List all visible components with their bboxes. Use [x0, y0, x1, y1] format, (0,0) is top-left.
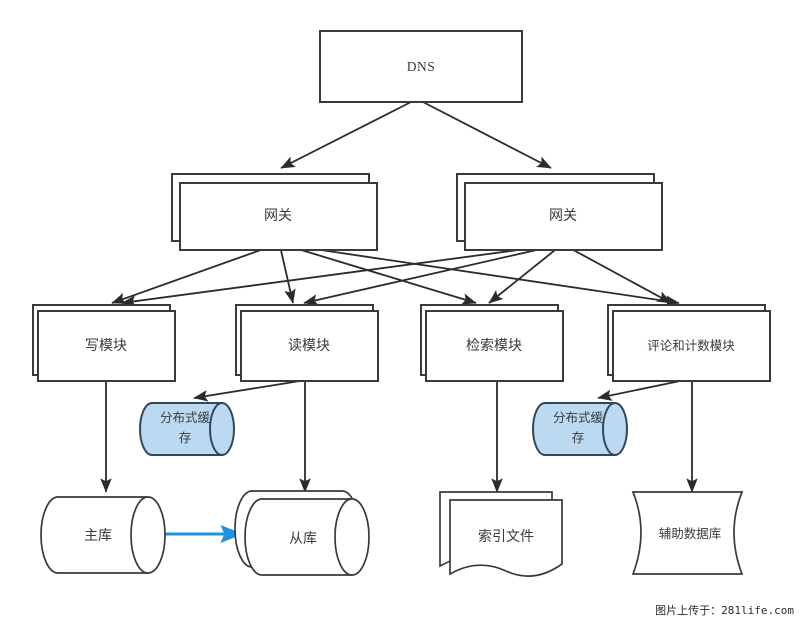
node-master-db[interactable]: 主库 — [40, 496, 166, 574]
slave-db-end-ellipse — [334, 498, 353, 576]
node-search-module[interactable]: 检索模块 — [420, 304, 564, 382]
read-module-box[interactable] — [240, 310, 379, 382]
edge-dns-gateway-right — [422, 101, 552, 169]
node-read-module[interactable]: 读模块 — [235, 304, 379, 382]
edge-gwleft-comment — [293, 245, 680, 307]
edge-read-cache-left — [193, 380, 301, 402]
edge-group-dns-to-gateways — [280, 101, 552, 169]
master-db-end-ellipse — [130, 496, 149, 574]
node-cache-right[interactable]: 分布式缓 存 — [532, 402, 628, 456]
cache-right-body[interactable] — [532, 402, 628, 456]
node-slave-db[interactable]: 从库 — [234, 490, 370, 576]
gateway-right-box[interactable] — [464, 182, 663, 251]
dns-box[interactable] — [319, 30, 523, 103]
node-index-file[interactable]: 索引文件 — [439, 491, 563, 577]
cache-right-end-ellipse — [602, 402, 616, 456]
edge-dns-gateway-left — [280, 101, 412, 169]
edge-gwleft-search — [287, 245, 477, 305]
node-dns[interactable]: DNS — [319, 30, 523, 103]
cache-left-end-ellipse — [209, 402, 223, 456]
node-comment-count-module[interactable]: 评论和计数模块 — [607, 304, 771, 382]
edge-group-gateway-left-to-modules — [111, 245, 680, 307]
node-aux-db[interactable]: 辅助数据库 — [631, 491, 744, 575]
node-write-module[interactable]: 写模块 — [32, 304, 176, 382]
gateway-left-box[interactable] — [179, 182, 378, 251]
edge-group-modules-to-stores — [100, 380, 698, 543]
edge-gwright-search — [488, 245, 561, 304]
node-cache-left[interactable]: 分布式缓 存 — [139, 402, 235, 456]
cache-left-body[interactable] — [139, 402, 235, 456]
edge-gwright-read — [303, 245, 555, 306]
write-module-box[interactable] — [37, 310, 176, 382]
edge-gwleft-write — [111, 245, 273, 304]
node-gateway-left[interactable]: 网关 — [171, 173, 378, 251]
watermark-text: 图片上传于：281life.com — [655, 604, 794, 617]
edge-comment-cache-right — [597, 380, 681, 401]
comment-count-module-box[interactable] — [612, 310, 771, 382]
search-module-box[interactable] — [425, 310, 564, 382]
node-gateway-right[interactable]: 网关 — [456, 173, 663, 251]
index-file-body[interactable] — [449, 499, 563, 577]
edge-gwleft-read — [279, 245, 296, 304]
edge-gwright-comment — [565, 245, 672, 304]
edge-group-gateway-right-to-modules — [121, 245, 672, 307]
edge-gwright-write — [121, 245, 549, 307]
aux-db-body[interactable] — [631, 491, 744, 575]
